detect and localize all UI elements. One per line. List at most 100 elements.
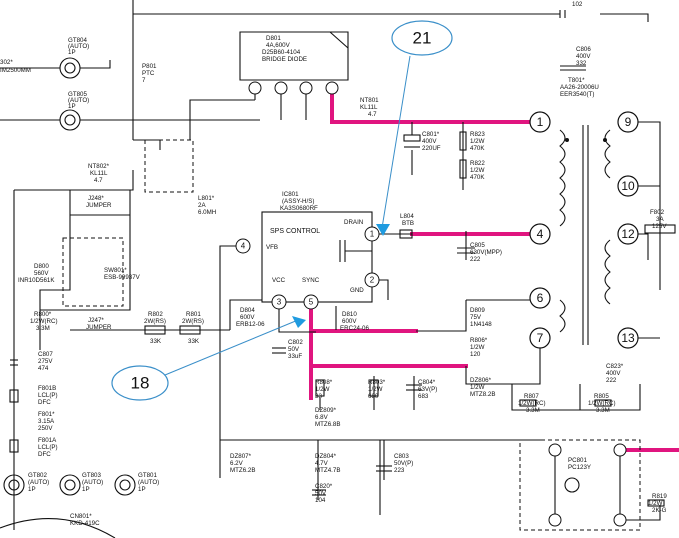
label-r803-ref: R803*	[368, 379, 386, 386]
label-dz804-voltage: 4.7V	[315, 460, 329, 467]
label-c801-value: 220UF	[422, 145, 441, 152]
ic-pin-1-label: 1	[370, 230, 375, 239]
transformer-node-9	[617, 111, 639, 133]
line-filter-box	[144, 139, 194, 193]
opto-pin-4	[613, 513, 627, 527]
label-r806-ref: R806*	[470, 337, 488, 344]
label-t801-part: AA26-20006U	[560, 84, 599, 91]
label-gt804-type: (AUTO)	[68, 43, 89, 50]
label-t801-ref: T801*	[568, 77, 585, 84]
transformer-node-13-label: 13	[621, 331, 635, 345]
label-f802-rating: 3A	[656, 216, 664, 223]
label-r808-value: 33	[315, 393, 322, 400]
label-cn801-ref: CN801*	[70, 513, 92, 520]
label-c804-ref: C804*	[418, 379, 436, 386]
transformer-node-4-label: 4	[537, 227, 544, 241]
bridge-pin-4	[325, 81, 339, 95]
label-pc801-ref: PC801	[568, 457, 587, 464]
label-p801-value: 7	[142, 77, 146, 84]
ic-pin-2	[364, 272, 380, 288]
label-d800-voltage: 560V	[34, 270, 49, 277]
transformer-node-1	[529, 111, 551, 133]
transformer-node-10-label: 10	[621, 179, 635, 193]
label-c803-value: 223	[394, 467, 405, 474]
label-c801-ref: C801*	[422, 131, 440, 138]
transformer-node-4	[529, 223, 551, 245]
label-j248-type: JUMPER	[86, 202, 112, 209]
label-r805-ref: R805	[594, 393, 609, 400]
transformer-node-13	[617, 327, 639, 349]
ic-pin-5-label: 5	[309, 298, 314, 307]
bridge-pin-3	[299, 81, 313, 95]
label-d801-desc: BRIDGE DIODE	[262, 56, 307, 63]
label-c806-ref: C806	[576, 46, 591, 53]
opto-pin-1	[548, 443, 562, 457]
ic-pin-3	[271, 294, 287, 310]
label-d809-ref: D809	[470, 307, 485, 314]
highlighted-traces	[309, 88, 679, 452]
label-c823-value: 222	[606, 377, 617, 384]
label-c823-ref: C823*	[606, 363, 624, 370]
label-p801-type: PTC	[142, 70, 155, 77]
label-r822-power: 1/2W	[470, 167, 485, 174]
opto-transistor	[564, 477, 580, 493]
ic-pin-1	[364, 226, 380, 242]
connector-rings	[0, 57, 136, 538]
label-r803-power: 1/2W	[368, 386, 383, 393]
label-r800-value: 3.3M	[36, 325, 50, 332]
label-f802-voltage: 125V	[652, 223, 667, 230]
label-nt801-ref: NT801	[360, 97, 379, 104]
ic-pin-gnd: GND	[350, 287, 364, 294]
label-dz806-part: MTZ8.2B	[470, 391, 495, 398]
label-left-part: IM2500MM	[0, 67, 31, 74]
label-r805-value: 3.3M	[596, 407, 610, 414]
label-r802-ref: R802	[148, 311, 163, 318]
label-gt805-type: (AUTO)	[68, 97, 89, 104]
label-d800-part: INR10D561K	[18, 277, 55, 284]
ic-pin-vcc: VCC	[272, 277, 286, 284]
label-d809-voltage: 75V	[470, 314, 482, 321]
label-r802-power: 2W(RS)	[144, 318, 166, 325]
label-cn801-part: KKD-419C	[70, 520, 100, 527]
bridge-diode-d801	[239, 31, 349, 81]
label-c805-voltage: 630V(MPP)	[470, 249, 502, 256]
label-gt802-ref: GT802	[28, 472, 47, 479]
label-r807-ref: R807	[524, 393, 539, 400]
label-t801-core: EER3540(T)	[560, 91, 594, 98]
label-p801-ref: P801	[142, 63, 157, 70]
transformer-node-6-label: 6	[537, 291, 544, 305]
callout-21: 21	[376, 20, 453, 236]
label-left-ref: 302*	[0, 59, 13, 66]
ic-title: SPS CONTROL	[270, 228, 320, 235]
label-pc801-part: PC123Y	[568, 464, 591, 471]
label-d810-ref: D810	[342, 311, 357, 318]
label-j247-ref: J247*	[88, 317, 104, 324]
optocoupler-box	[519, 439, 641, 531]
label-ic801-assy: (ASSY-H/S)	[282, 198, 314, 205]
label-gt801-pins: 1P	[138, 486, 146, 493]
label-gt802-pins: 1P	[28, 486, 36, 493]
label-r822-ref: R822	[470, 160, 485, 167]
ic-pin-4	[235, 238, 251, 254]
label-l804-type: BTB	[402, 220, 414, 227]
switch-sw801-box	[62, 237, 124, 307]
label-d804-part: ERB12-06	[236, 321, 265, 328]
label-c804-value: 683	[418, 393, 429, 400]
transformer-node-9-label: 9	[625, 115, 632, 129]
label-sw801-part: ESB-99937V	[104, 274, 141, 281]
label-r802-value: 33K	[150, 338, 162, 345]
label-dz806-power: 1/2W	[470, 384, 485, 391]
transformer-node-6	[529, 287, 551, 309]
label-d800-ref: D800	[34, 263, 49, 270]
label-r800-power: 1/2W(RC)	[30, 318, 58, 325]
label-gt805-ref: GT805	[68, 91, 87, 98]
label-dz807-ref: DZ807*	[230, 453, 252, 460]
label-j248-ref: J248*	[88, 195, 104, 202]
label-r801-value: 33K	[188, 338, 200, 345]
label-f801b-ref: F801B	[38, 385, 56, 392]
label-nt801-value: 4.7	[368, 111, 377, 118]
callout-21-label: 21	[413, 29, 432, 48]
label-d801-part: D25B60-4104	[262, 49, 301, 56]
bridge-pin-1	[248, 81, 262, 95]
